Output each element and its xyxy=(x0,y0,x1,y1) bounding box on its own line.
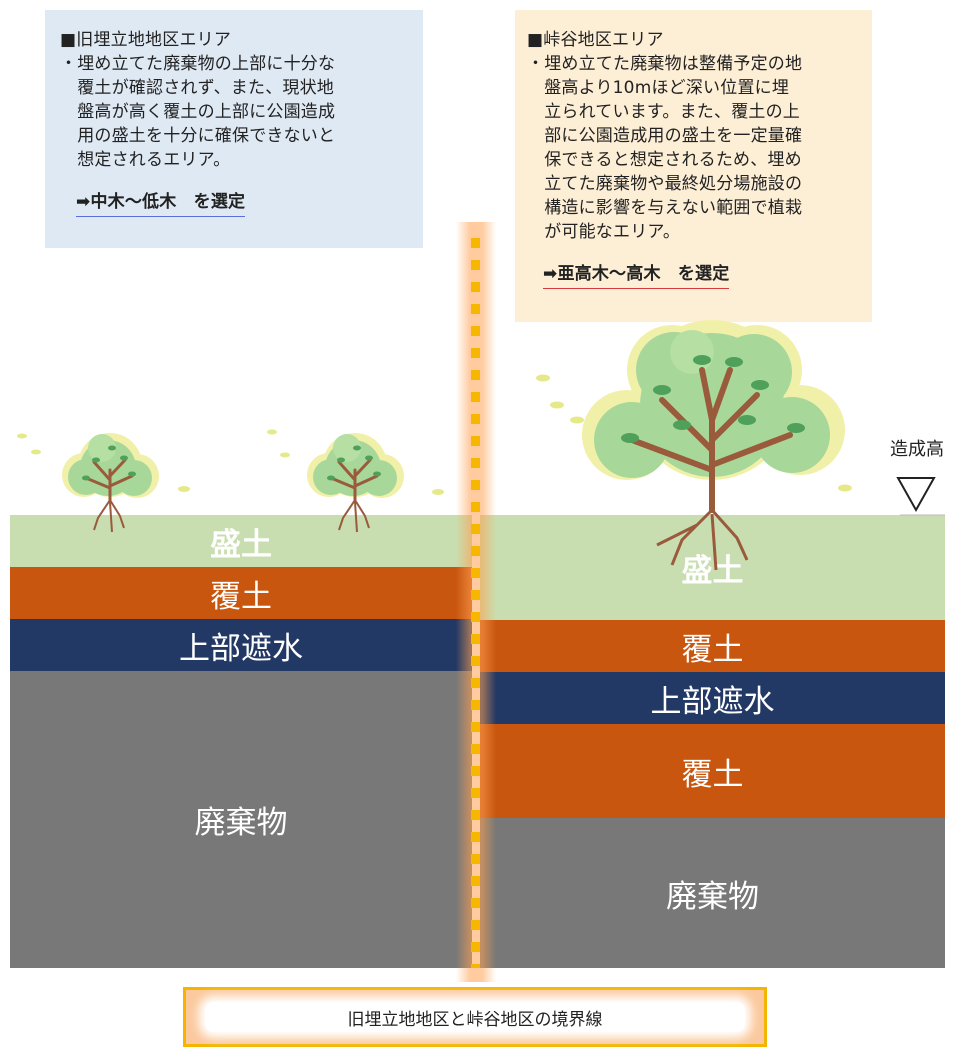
falling-leaves xyxy=(17,374,852,495)
right-layer-shasui: 上部遮水 xyxy=(480,672,945,724)
left-layer-morido: 盛土 xyxy=(10,515,472,567)
toge-valley-heading: ■峠谷地区エリア xyxy=(527,30,664,50)
boundary-label: 旧埋立地地区と峠谷地区の境界線 xyxy=(347,1009,603,1030)
tree-small-icon xyxy=(305,431,406,534)
right-haikibutsu-label: 廃棄物 xyxy=(666,878,759,915)
right-layer-fukudo-upper: 覆土 xyxy=(480,620,945,672)
right-layer-haikibutsu: 廃棄物 xyxy=(480,818,945,968)
left-layer-haikibutsu: 廃棄物 xyxy=(10,671,472,968)
boundary-label-inner: 旧埋立地地区と峠谷地区の境界線 xyxy=(205,1002,745,1032)
toge-valley-description: ・埋め立てた廃棄物は整備予定の地 盤高より10mほど深い位置に埋 立られています… xyxy=(527,54,803,242)
old-landfill-heading: ■旧埋立地地区エリア xyxy=(60,30,232,50)
grade-triangle-icon xyxy=(896,477,936,513)
tree-small-icon xyxy=(60,431,161,534)
left-layer-fukudo: 覆土 xyxy=(10,567,472,619)
right-fukudo-upper-label: 覆土 xyxy=(681,631,744,668)
right-shasui-label: 上部遮水 xyxy=(650,683,775,720)
boundary-label-box: 旧埋立地地区と峠谷地区の境界線 xyxy=(183,987,767,1047)
toge-valley-info-box: ■峠谷地区エリア ・埋め立てた廃棄物は整備予定の地 盤高より10mほど深い位置に… xyxy=(515,10,872,322)
tree-large-icon xyxy=(582,320,845,571)
left-morido-label: 盛土 xyxy=(210,526,272,563)
grade-level-label: 造成高 xyxy=(890,439,944,460)
old-landfill-selection: ➡中木～低木 を選定 xyxy=(76,190,246,217)
left-haikibutsu-label: 廃棄物 xyxy=(194,805,288,841)
left-shasui-label: 上部遮水 xyxy=(179,630,303,667)
old-landfill-info-box: ■旧埋立地地区エリア ・埋め立てた廃棄物の上部に十分な 覆土が確認されず、また、… xyxy=(45,10,423,248)
boundary-dashed-line xyxy=(471,238,480,968)
right-morido-label: 盛土 xyxy=(681,553,744,589)
left-layer-shasui: 上部遮水 xyxy=(10,619,472,671)
old-landfill-description: ・埋め立てた廃棄物の上部に十分な 覆土が確認されず、また、現状地 盤高が高く覆土… xyxy=(60,54,336,170)
left-fukudo-label: 覆土 xyxy=(210,578,272,615)
right-fukudo-lower-label: 覆土 xyxy=(681,756,744,793)
toge-valley-selection: ➡亜高木～高木 を選定 xyxy=(543,262,730,289)
right-layer-fukudo-lower: 覆土 xyxy=(480,724,945,818)
